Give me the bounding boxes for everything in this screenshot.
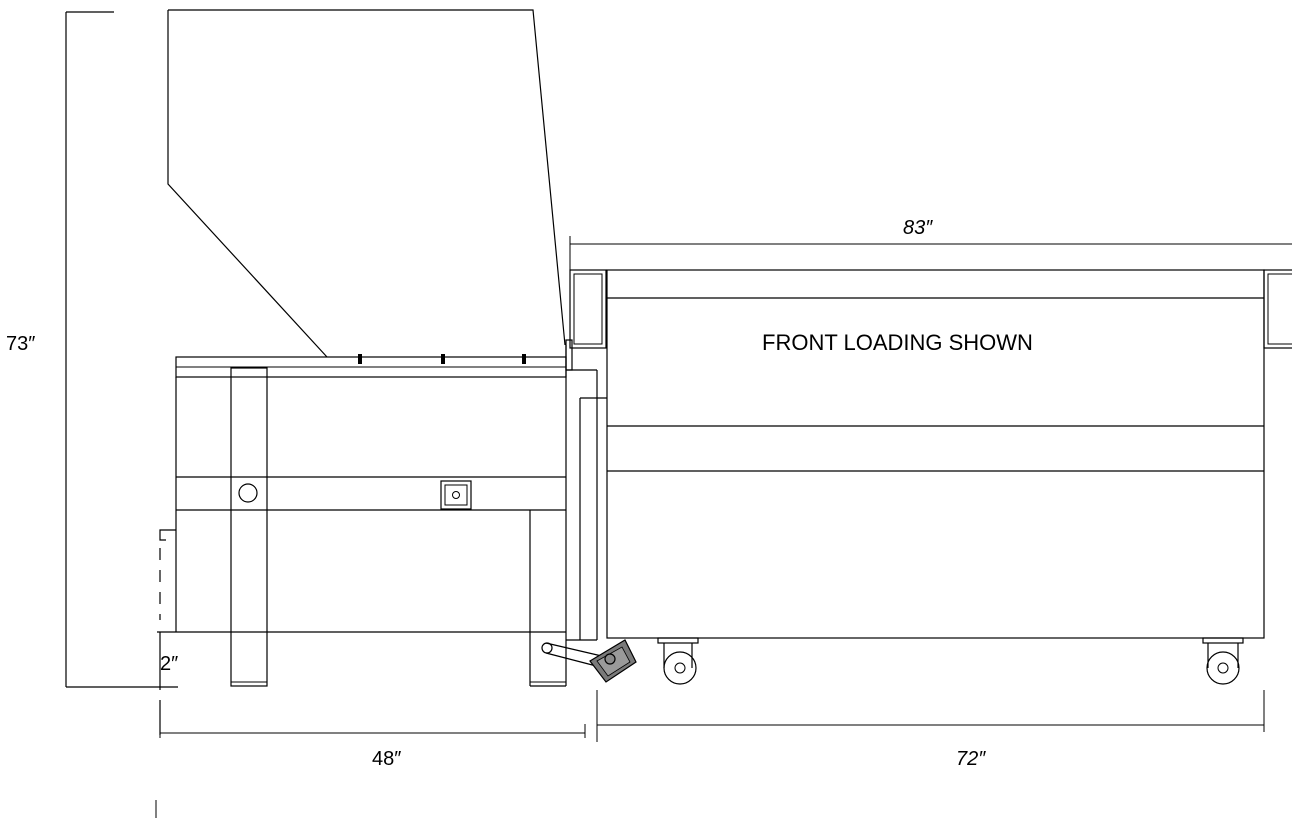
chute-column bbox=[565, 339, 607, 641]
front-loading-note: FRONT LOADING SHOWN bbox=[762, 330, 1033, 355]
right-caster bbox=[1202, 637, 1244, 685]
left-fork-pocket bbox=[569, 269, 607, 349]
side-latch bbox=[157, 529, 176, 735]
width-label-48: 48″ bbox=[372, 748, 401, 770]
round-port bbox=[238, 483, 258, 503]
foot-pedal bbox=[541, 639, 637, 683]
left-caster bbox=[657, 637, 699, 685]
length-dimension-83 bbox=[569, 236, 1292, 270]
left-leg bbox=[230, 367, 268, 687]
machine-body bbox=[175, 345, 567, 687]
container-body bbox=[569, 269, 1292, 685]
control-box bbox=[440, 480, 472, 510]
length-label-83: 83″ bbox=[903, 217, 933, 239]
width-dimension-48 bbox=[159, 720, 586, 738]
width-dimension-72 bbox=[596, 690, 1265, 742]
height-label-73: 73″ bbox=[6, 333, 35, 355]
clearance-label-2: 2″ bbox=[160, 653, 178, 675]
hopper-outline bbox=[167, 9, 566, 364]
width-label-72: 72″ bbox=[956, 748, 986, 770]
height-dimension-73 bbox=[65, 11, 178, 688]
